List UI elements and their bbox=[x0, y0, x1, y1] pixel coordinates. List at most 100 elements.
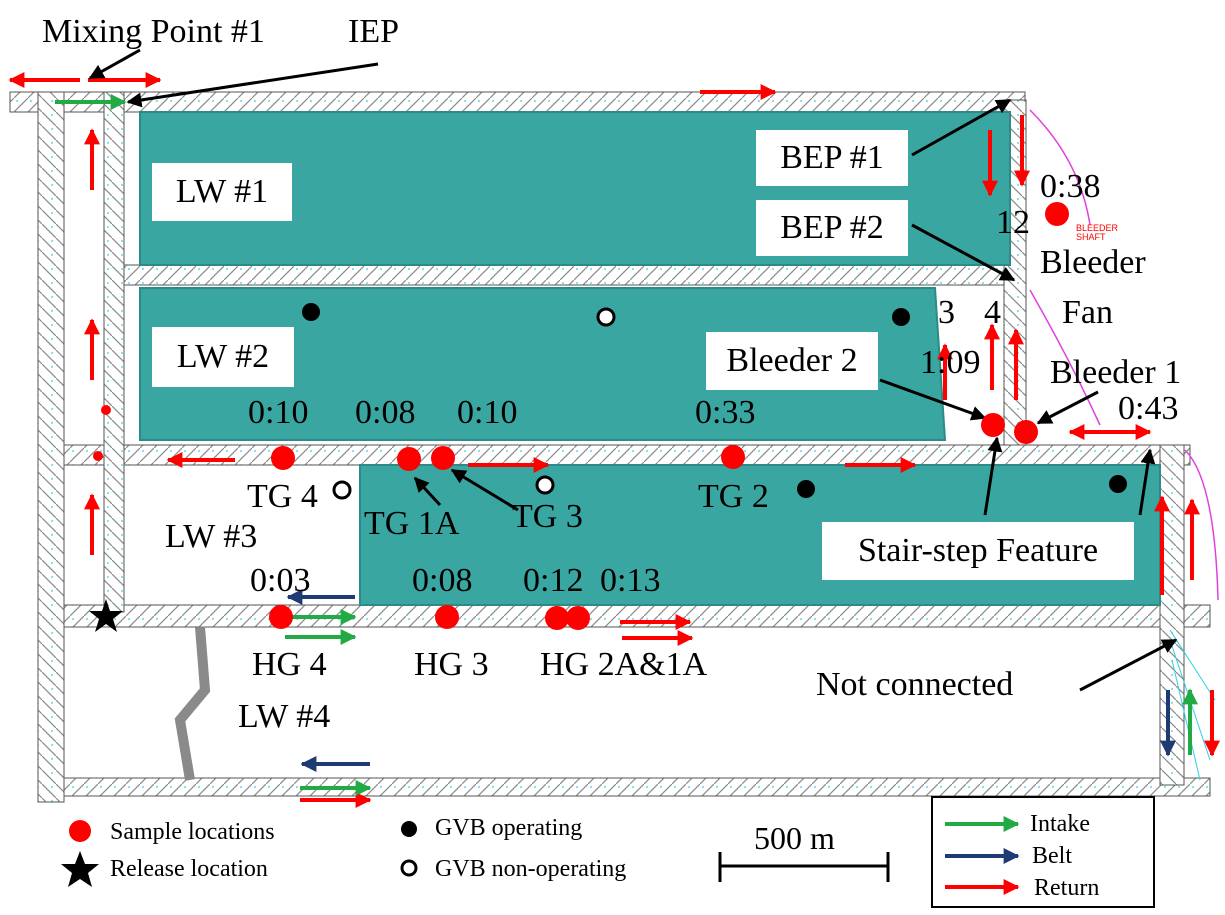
pointer-bep2 bbox=[911, 223, 1016, 282]
pointer-stair-step-1 bbox=[983, 436, 1003, 516]
time-hg4: 0:03 bbox=[250, 562, 311, 599]
sample-bleeder1 bbox=[1014, 420, 1038, 444]
entry-lw4-branch bbox=[174, 626, 211, 781]
lw4-label: LW #4 bbox=[238, 698, 331, 735]
tg3-label: TG 3 bbox=[512, 498, 583, 535]
legend-symbols bbox=[61, 796, 1155, 908]
sample-tg4 bbox=[271, 446, 295, 470]
time-tg2: 0:33 bbox=[695, 394, 756, 431]
entry-lw1-lw2 bbox=[119, 264, 1021, 286]
bleeder-fan-label: Bleeder bbox=[1040, 244, 1146, 281]
gvb-non-operating bbox=[535, 475, 555, 495]
time-hg2a: 0:12 bbox=[523, 562, 584, 599]
legend-release-text: Release location bbox=[110, 856, 268, 882]
sample-tg1a bbox=[397, 447, 421, 471]
legend-belt-text: Belt bbox=[1032, 843, 1072, 869]
legend-gvb-off-text: GVB non-operating bbox=[435, 856, 627, 882]
time-tg3: 0:10 bbox=[457, 394, 518, 431]
number-3: 3 bbox=[938, 294, 955, 331]
sample-bleeder-fan bbox=[1045, 202, 1069, 226]
sample-hg2a bbox=[545, 606, 569, 630]
iep-label: IEP bbox=[348, 13, 399, 50]
pointer-bleeder1 bbox=[1036, 390, 1099, 425]
bep1-label: BEP #1 bbox=[756, 130, 908, 186]
time-bleeder2: 1:09 bbox=[920, 344, 981, 381]
pointer-tg1a bbox=[413, 476, 442, 507]
entry-top bbox=[9, 91, 1026, 113]
gvb-operating bbox=[302, 303, 320, 321]
pointer-stair-step-2 bbox=[1138, 448, 1156, 516]
lw2-label: LW #2 bbox=[152, 327, 294, 387]
gvb-operating bbox=[892, 308, 910, 326]
entry-bottom bbox=[39, 777, 1211, 797]
magenta-boundary-2 bbox=[1029, 289, 1101, 426]
pointer-not-connected bbox=[1079, 638, 1178, 692]
entry-left-second bbox=[103, 91, 125, 613]
not-connected-label: Not connected bbox=[816, 666, 1014, 703]
time-tg4: 0:10 bbox=[248, 394, 309, 431]
gvb-operating bbox=[797, 480, 815, 498]
sample-tg3 bbox=[431, 446, 455, 470]
sample-tg2 bbox=[721, 445, 745, 469]
time-hg1a: 0:13 bbox=[600, 562, 661, 599]
magenta-boundary-3 bbox=[1184, 449, 1219, 601]
intake-arrows bbox=[55, 94, 1198, 796]
sample-hg1a bbox=[566, 606, 590, 630]
release-location-star bbox=[89, 599, 123, 632]
fan-label: Fan bbox=[1062, 294, 1113, 331]
tg2-label: TG 2 bbox=[698, 478, 769, 515]
time-hg3: 0:08 bbox=[412, 562, 473, 599]
pointer-bleeder2 bbox=[879, 378, 987, 421]
small-marker-left bbox=[93, 451, 103, 461]
legend-gvb-off-symbol bbox=[400, 859, 418, 877]
hg4-label: HG 4 bbox=[252, 646, 327, 683]
hg2a1a-label: HG 2A&1A bbox=[540, 646, 708, 683]
belt-arrows bbox=[286, 589, 1176, 772]
pointer-tg3 bbox=[450, 468, 519, 512]
time-bleeder1: 0:43 bbox=[1118, 390, 1179, 427]
time-bleeder-fan: 0:38 bbox=[1040, 168, 1101, 205]
legend-gvb-on-symbol bbox=[401, 821, 417, 837]
time-tg1a: 0:08 bbox=[355, 394, 416, 431]
legend-gvb-on-text: GVB operating bbox=[435, 815, 583, 841]
gvb-operating bbox=[1109, 475, 1127, 493]
mixing-point-label: Mixing Point #1 bbox=[42, 13, 265, 50]
bep2-label: BEP #2 bbox=[756, 200, 908, 256]
pointer-mixing-point bbox=[88, 48, 141, 80]
gvb-non-operating bbox=[596, 307, 616, 327]
pointer-iep bbox=[126, 62, 379, 108]
gvb-markers bbox=[302, 303, 1127, 500]
legend-intake-text: Intake bbox=[1030, 811, 1090, 837]
entry-left-main bbox=[37, 91, 65, 803]
sample-locations bbox=[93, 202, 1069, 630]
pointer-arrows bbox=[88, 48, 1178, 692]
tg1a-label: TG 1A bbox=[364, 505, 460, 542]
bleeder2-label: Bleeder 2 bbox=[706, 332, 878, 390]
gvb-non-operating bbox=[332, 480, 352, 500]
legend-release-symbol bbox=[61, 851, 99, 887]
sample-hg4 bbox=[269, 605, 293, 629]
magenta-boundary-1 bbox=[1029, 109, 1091, 226]
stair-step-label: Stair-step Feature bbox=[822, 522, 1134, 580]
sample-bleeder2 bbox=[981, 413, 1005, 437]
sample-hg3 bbox=[435, 605, 459, 629]
scale-label: 500 m bbox=[754, 820, 835, 856]
bleeder-shaft-text: BLEEDER SHAFT bbox=[1076, 223, 1119, 242]
number-12: 12 bbox=[996, 204, 1030, 241]
legend-return-text: Return bbox=[1034, 875, 1100, 901]
legend-sample-symbol bbox=[69, 820, 91, 842]
number-4: 4 bbox=[984, 294, 1001, 331]
lw3-label: LW #3 bbox=[165, 518, 258, 555]
lw1-label: LW #1 bbox=[152, 163, 292, 221]
panel-lw2 bbox=[139, 287, 947, 441]
tg4-label: TG 4 bbox=[247, 478, 318, 515]
return-arrows bbox=[8, 72, 1220, 808]
entry-right-mains bbox=[1159, 444, 1185, 786]
small-marker-left bbox=[101, 405, 111, 415]
pointer-bep1 bbox=[911, 98, 1012, 157]
legend-sample-text: Sample locations bbox=[110, 819, 275, 845]
bleeder1-label: Bleeder 1 bbox=[1050, 354, 1182, 391]
hg3-label: HG 3 bbox=[414, 646, 489, 683]
